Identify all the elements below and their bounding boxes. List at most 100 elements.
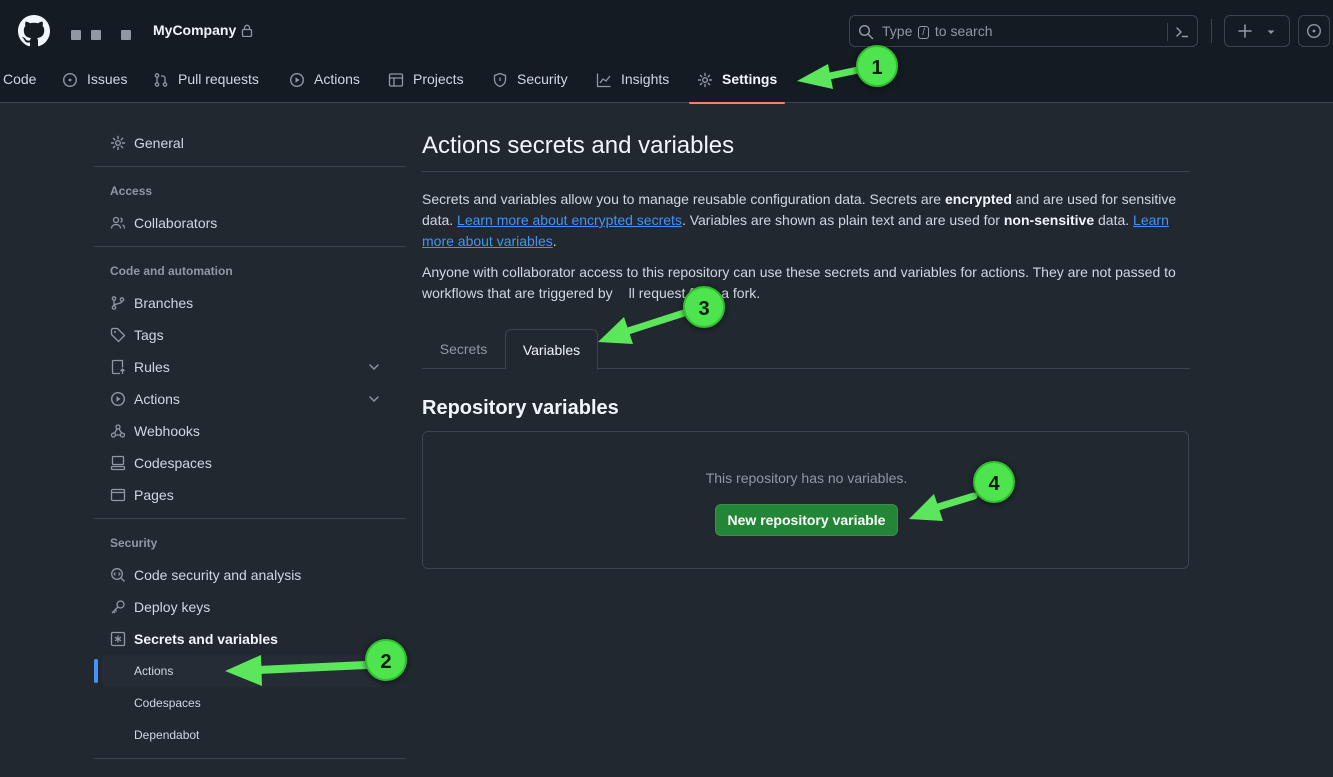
sidebar-item-actions[interactable]: Actions [94,383,406,415]
git-branch-icon [111,296,125,310]
sidebar-heading-access: Access [110,184,153,198]
browser-icon [110,488,126,502]
gear-icon [110,135,126,151]
issue-opened-icon [62,72,78,88]
tab-label: Settings [722,71,778,87]
variables-link[interactable]: Learn more about variables [422,212,1169,249]
encrypted-secrets-link[interactable]: Learn more about encrypted secrets [457,212,682,228]
sidebar-subitem-actions[interactable]: Actions [102,655,382,687]
sidebar-item-label: Actions [134,391,180,407]
sidebar-item-collaborators[interactable]: Collaborators [94,207,406,239]
sidebar-item-deploy-keys[interactable]: Deploy keys [94,591,406,623]
sidebar-item-label: Collaborators [134,215,218,231]
empty-state-text: This repository has no variables. [705,470,908,486]
tab-label: Pull requests [178,71,259,87]
codespaces-icon [110,455,126,471]
sidebar-subitem-codespaces[interactable]: Codespaces [94,687,406,719]
graph-icon [596,73,611,88]
tab-insights[interactable]: Insights [596,64,669,103]
sidebar-item-label: Deploy keys [134,599,211,615]
sidebar-item-label: Code security and analysis [134,567,302,583]
sidebar-item-label: Codespaces [134,455,212,471]
tab-label: Projects [413,71,464,87]
sidebar-item-pages[interactable]: Pages [94,479,406,511]
tab-code[interactable]: Code [3,64,36,103]
sidebar-divider [94,246,406,247]
sidebar-item-webhooks[interactable]: Webhooks [94,415,406,447]
sidebar-divider [94,166,406,167]
tab-label: Actions [314,71,360,87]
search-placeholder: Type / to search [882,23,993,39]
sidebar-item-label: Actions [134,664,174,678]
sidebar-item-label: Codespaces [134,696,201,710]
chevron-down-icon[interactable] [368,393,380,405]
new-repository-variable-button[interactable]: New repository variable [715,504,898,536]
sidebar-item-code-security[interactable]: Code security and analysis [94,559,406,591]
tab-settings[interactable]: Settings [688,64,786,104]
page-title: Actions secrets and variables [422,132,735,159]
webhook-icon [110,424,126,438]
header-divider [1211,19,1212,43]
tab-label: Security [517,71,568,87]
sidebar-item-label: General [134,135,184,151]
sidebar-item-label: Rules [134,359,170,375]
sidebar-item-label: Webhooks [134,423,200,439]
sidebar-item-label: Tags [134,327,164,343]
git-pull-request-icon [154,73,168,87]
issue-opened-icon [1306,23,1322,39]
tab-issues[interactable]: Issues [62,64,127,103]
create-new-button[interactable] [1224,15,1290,47]
sidebar-item-label: Branches [134,295,194,311]
sidebar-item-codespaces[interactable]: Codespaces [94,447,406,479]
triangle-down-icon [1267,30,1275,34]
tab-actions[interactable]: Actions [289,64,360,103]
sidebar-item-label: Secrets and variables [134,631,278,647]
step-badge-3: 3 [683,286,725,328]
search-icon [858,24,874,40]
tab-label: Insights [621,71,670,87]
sidebar-divider [94,518,406,519]
tab-label: Code [3,71,37,87]
sidebar-subitem-dependabot[interactable]: Dependabot [94,719,406,751]
step-badge-4: 4 [973,461,1015,503]
repo-name-link[interactable]: MyCompany [153,22,237,38]
obscured-owner-block [121,30,131,40]
search-divider [1167,23,1168,41]
obscured-owner-block [71,30,81,40]
table-icon [388,73,404,87]
key-asterisk-icon [110,631,126,647]
sidebar-heading-security: Security [110,536,158,550]
sidebar-item-general[interactable]: General [94,127,406,159]
command-palette-icon[interactable] [1174,24,1190,40]
secrets-variables-tabs: Secrets Variables [422,329,1190,370]
codescan-icon [111,568,125,582]
sidebar-item-label: Pages [134,487,174,503]
variables-empty-state: This repository has no variables. New re… [422,431,1189,569]
shield-icon [493,72,507,88]
access-paragraph: Anyone with collaborator access to this … [422,264,1176,301]
tab-label: Issues [87,71,128,87]
tab-pull-requests[interactable]: Pull requests [153,64,259,103]
tab-security[interactable]: Security [492,64,568,103]
plus-icon [1238,24,1252,38]
step-badge-1: 1 [856,45,898,87]
play-icon [110,391,126,407]
your-issues-button[interactable] [1298,15,1330,47]
title-divider [422,171,1190,172]
tab-variables[interactable]: Variables [505,329,598,370]
sidebar-item-secrets-variables[interactable]: Secrets and variables [94,623,406,655]
sidebar-heading-code-automation: Code and automation [110,264,233,278]
sidebar-item-tags[interactable]: Tags [94,319,406,351]
repo-push-icon [111,359,125,375]
github-logo[interactable] [18,15,50,47]
chevron-down-icon[interactable] [368,361,380,373]
lock-icon [241,24,253,37]
sidebar-item-rules[interactable]: Rules [94,351,406,383]
obscured-owner-block [91,30,101,40]
tab-projects[interactable]: Projects [388,64,464,103]
tab-secrets[interactable]: Secrets [439,341,488,357]
search-input[interactable]: Type / to search [849,15,1198,47]
sidebar-item-label: Dependabot [134,728,200,742]
tag-icon [110,327,126,343]
sidebar-item-branches[interactable]: Branches [94,287,406,319]
